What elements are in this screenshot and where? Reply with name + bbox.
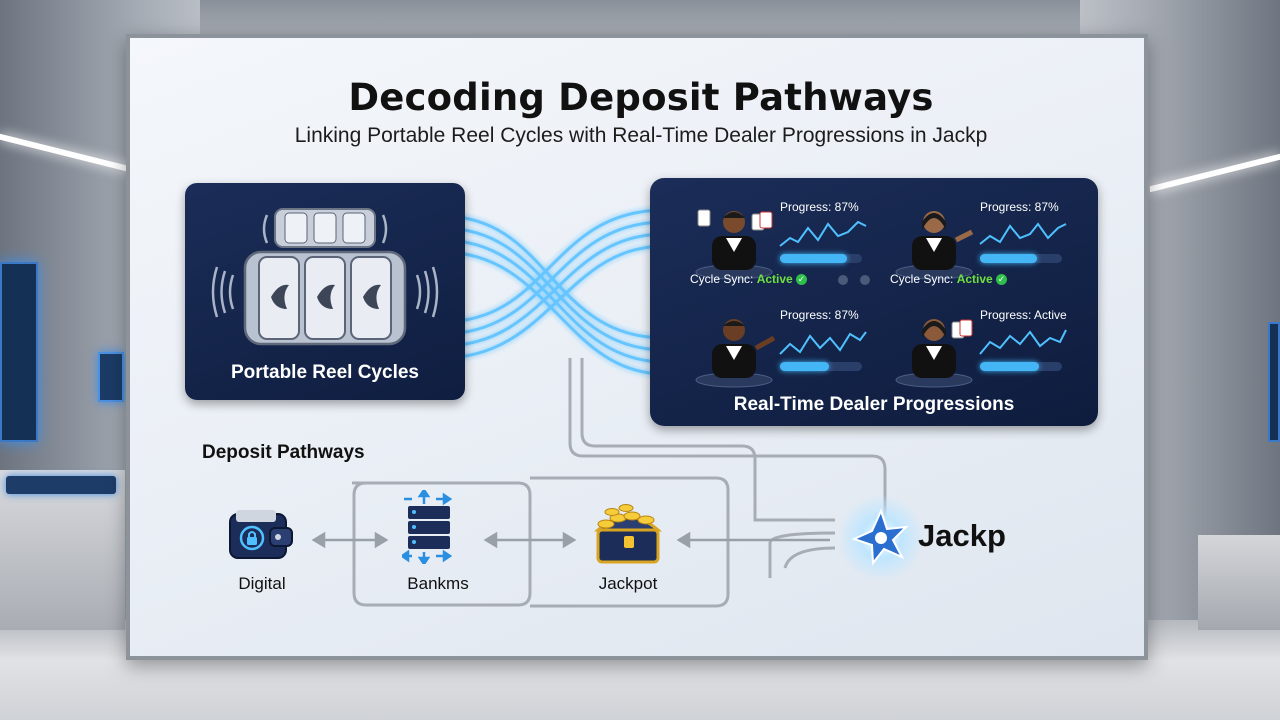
route-3 — [352, 481, 532, 607]
route-lines — [352, 358, 887, 608]
dot-icon — [859, 274, 870, 285]
counter-left — [0, 470, 125, 630]
dealer-card: Progress: 87% Cycle Sync: Active ✓ — [690, 200, 894, 292]
page-title: Decoding Deposit Pathways — [348, 76, 934, 119]
route-1 — [568, 358, 887, 516]
route-5 — [768, 531, 836, 578]
room-ceiling — [200, 0, 1080, 40]
progress-label: Progress: 87% — [780, 308, 859, 322]
dealer-progressions-panel: Progress: 87% Cycle Sync: Active ✓ — [650, 178, 1098, 426]
node-label-jackpot: Jackpot — [598, 574, 658, 593]
treasure-chest-icon — [593, 504, 663, 564]
cable-upper-2 — [441, 226, 666, 352]
cable-upper-3 — [441, 238, 666, 364]
dealer-card: Progress: 87% Cycle Sync: Active ✓ — [890, 200, 1094, 292]
progress-bar — [980, 362, 1062, 371]
counter-right — [1198, 535, 1280, 630]
route-2 — [580, 358, 835, 522]
dealer-avatar-icon — [695, 209, 773, 280]
dealer-avatar-icon — [895, 211, 974, 280]
node-label-bankms: Bankms — [407, 574, 469, 593]
dealer-avatar-icon — [895, 319, 973, 388]
dealer-card: Progress: Active — [894, 308, 1094, 400]
cable-upper-1 — [441, 214, 666, 340]
progress-sparkline — [779, 331, 867, 355]
server-stack-icon — [402, 490, 453, 564]
cable-upper-4 — [441, 250, 666, 376]
sync-active-text: Active — [956, 272, 993, 286]
dealer-card: Progress: 87% — [694, 308, 894, 400]
dealer-panel-label: Real-Time Dealer Progressions — [733, 394, 1015, 415]
diagram-board: Decoding Deposit Pathways Linking Portab… — [126, 34, 1148, 660]
cycle-sync-status: Cycle Sync: Active ✓ — [890, 272, 1008, 286]
route-4 — [530, 476, 730, 608]
progress-label: Progress: Active — [980, 308, 1067, 322]
hub-label-jackp: Jackp — [918, 518, 1006, 553]
progress-bar — [780, 254, 862, 263]
progress-label: Progress: 87% — [980, 200, 1059, 214]
cable-bundle-cross — [441, 208, 666, 376]
slot-reel-icon — [211, 208, 439, 346]
reel-panel-label: Portable Reel Cycles — [231, 362, 419, 383]
progress-sparkline — [979, 222, 1067, 245]
check-icon: ✓ — [996, 274, 1008, 286]
star-burst-icon — [837, 494, 925, 582]
progress-bar — [980, 254, 1062, 263]
side-display-left — [0, 262, 38, 442]
dot-icon — [838, 274, 849, 285]
progress-sparkline — [979, 329, 1067, 355]
side-display-small — [98, 352, 124, 402]
progress-label: Progress: 87% — [780, 200, 859, 214]
wallet-icon — [229, 510, 293, 559]
check-icon: ✓ — [796, 274, 808, 286]
cable-lower-1 — [441, 208, 666, 324]
dealer-avatar-icon — [695, 319, 776, 388]
reel-cycles-panel: Portable Reel Cycles — [185, 183, 465, 400]
cycle-sync-status: Cycle Sync: Active ✓ — [690, 272, 870, 286]
cable-lower-3 — [441, 232, 666, 348]
side-display-right — [1268, 322, 1280, 442]
cable-lower-4 — [441, 244, 666, 360]
node-label-digital: Digital — [238, 574, 286, 593]
route-6 — [783, 546, 836, 569]
flow-lines — [311, 205, 887, 608]
cable-lower-2 — [441, 220, 666, 336]
deposit-arrows — [311, 531, 830, 549]
deposit-pathways-title: Deposit Pathways — [202, 442, 365, 463]
progress-sparkline — [779, 220, 867, 247]
sync-active-text: Active — [756, 272, 793, 286]
progress-bar — [780, 362, 862, 371]
page-subtitle: Linking Portable Reel Cycles with Real-T… — [294, 124, 988, 147]
